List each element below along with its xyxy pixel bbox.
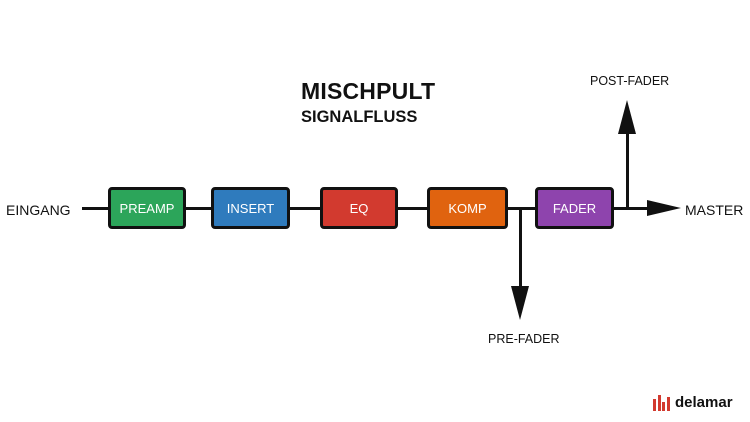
master-arrow-icon [647, 200, 681, 216]
logo-text: delamar [675, 394, 733, 411]
stage-label-fader: FADER [552, 200, 597, 216]
stage-label-eq: EQ [349, 200, 369, 216]
stage-label-preamp: PREAMP [119, 200, 175, 216]
signal-line-1 [185, 207, 213, 210]
diagram-title: MISCHPULT [301, 78, 436, 104]
post-fader-arrow-icon [618, 100, 636, 134]
stage-box-komp: KOMP [427, 187, 508, 229]
signal-line-output [613, 207, 649, 210]
stage-label-komp: KOMP [448, 200, 487, 216]
stage-box-insert: INSERT [211, 187, 290, 229]
diagram-subtitle: SIGNALFLUSS [301, 108, 418, 126]
pre-fader-arrow-icon [511, 286, 529, 320]
stage-label-insert: INSERT [226, 200, 275, 216]
pre-fader-line [519, 208, 522, 290]
post-fader-label: POST-FADER [590, 74, 670, 88]
stage-box-preamp: PREAMP [108, 187, 186, 229]
post-fader-line [626, 132, 629, 209]
input-label: EINGANG [6, 202, 71, 218]
pre-fader-label: PRE-FADER [488, 332, 560, 346]
signal-line-3 [397, 207, 429, 210]
stage-box-eq: EQ [320, 187, 398, 229]
logo-bars-icon [653, 394, 671, 411]
stage-box-fader: FADER [535, 187, 614, 229]
delamar-logo: delamar [653, 394, 733, 411]
signal-line-input [82, 207, 110, 210]
signal-line-2 [289, 207, 322, 210]
output-label: MASTER [685, 202, 744, 218]
signal-line-4 [507, 207, 537, 210]
